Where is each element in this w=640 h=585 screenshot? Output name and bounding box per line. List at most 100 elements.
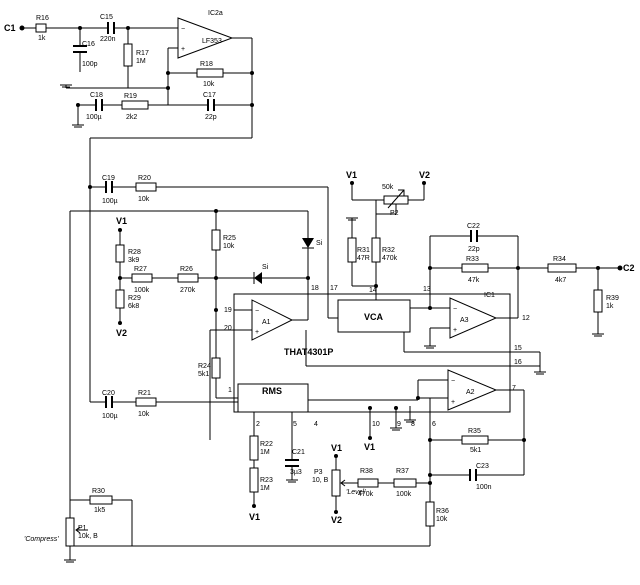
components-r21-value: 10k <box>138 411 150 418</box>
a3-label: A3 <box>460 317 469 324</box>
r24-resistor <box>211 357 221 379</box>
components-r36-name: R36 <box>436 508 449 515</box>
v1-label-4: V1 <box>249 512 260 522</box>
components-r37-value: 100k <box>396 491 412 498</box>
r18-resistor <box>196 68 224 78</box>
components-c16-value: 100p <box>82 61 98 68</box>
components-c17-name: C17 <box>203 92 216 99</box>
components-c21-value: 3µ3 <box>290 469 302 476</box>
components-r17-value: 1M <box>136 58 146 65</box>
r36-resistor <box>425 501 435 527</box>
svg-text:+: + <box>453 327 457 334</box>
components-p3-name: P3 <box>314 469 323 476</box>
components-r35-name: R35 <box>468 428 481 435</box>
r23-resistor <box>249 467 259 493</box>
components-r20-value: 10k <box>138 196 150 203</box>
port-c1-label: C1 <box>4 23 16 33</box>
pin-7: 7 <box>512 385 516 392</box>
c15-capacitor <box>107 22 115 34</box>
svg-text:−: − <box>181 26 185 33</box>
components-r30-value: 1k5 <box>94 507 105 514</box>
components-c19-name: C19 <box>102 175 115 182</box>
r25-resistor <box>211 229 221 251</box>
r17-resistor <box>123 43 133 67</box>
components-c22-value: 22p <box>468 246 480 253</box>
components-r32-name: R32 <box>382 247 395 254</box>
components-r29-name: R29 <box>128 295 141 302</box>
components-c17-value: 22p <box>205 114 217 121</box>
r27-resistor <box>131 273 153 283</box>
c23-capacitor <box>469 469 477 481</box>
v1-label-2: V1 <box>346 170 357 180</box>
ic1-type: THAT4301P <box>284 347 333 357</box>
c20-capacitor <box>105 396 113 408</box>
c19-capacitor <box>105 181 113 193</box>
components-p2-name: P2 <box>390 210 399 217</box>
components-r38-value: 470k <box>358 491 374 498</box>
svg-text:+: + <box>451 399 455 406</box>
pin-6: 6 <box>432 421 436 428</box>
v2-label-1: V2 <box>116 328 127 338</box>
components-c15-name: C15 <box>100 14 113 21</box>
components-c20-name: C20 <box>102 390 115 397</box>
pin-20: 20 <box>224 325 232 332</box>
diode-v-label: Si <box>316 240 323 247</box>
components-r31-name: R31 <box>357 247 370 254</box>
pin-14: 14 <box>369 287 377 294</box>
port-c2-label: C2 <box>623 263 635 273</box>
r19-resistor <box>121 100 149 110</box>
components-r18-value: 10k <box>203 81 215 88</box>
opamp-a3: − + <box>449 297 498 339</box>
components-r36-value: 10k <box>436 516 448 523</box>
wires <box>22 27 620 560</box>
components-p3-value: 10, B <box>312 477 329 484</box>
components-r25-name: R25 <box>223 235 236 242</box>
c22-capacitor <box>464 230 484 242</box>
r35-resistor <box>461 435 489 445</box>
components-r27-value: 100k <box>134 287 150 294</box>
pin-1: 1 <box>228 387 232 394</box>
components-r22-value: 1M <box>260 449 270 456</box>
components-r18-name: R18 <box>200 61 213 68</box>
a1-label: A1 <box>262 319 271 326</box>
r26-resistor <box>177 273 199 283</box>
c21-capacitor <box>285 459 299 467</box>
components-c23-value: 100n <box>476 484 492 491</box>
v1-label-3: V1 <box>364 442 375 452</box>
pin-5: 5 <box>293 421 297 428</box>
components-r16-value: 1k <box>38 35 46 42</box>
level-label: 'Level' <box>346 489 366 496</box>
r30-resistor <box>89 495 113 505</box>
components-c15-value: 220n <box>100 36 116 43</box>
junction-dots <box>76 26 600 485</box>
components-c18-value: 100µ <box>86 114 102 121</box>
rail-terminals <box>118 181 426 514</box>
components-r35-value: 5k1 <box>470 447 481 454</box>
diode-h-label: Si <box>262 264 269 271</box>
c17-capacitor <box>207 99 215 111</box>
p3-potentiometer <box>331 469 341 497</box>
p2-potentiometer <box>383 195 409 205</box>
pin-17: 17 <box>330 285 338 292</box>
components-r39-value: 1k <box>606 303 614 310</box>
vca-label: VCA <box>364 312 384 322</box>
r28-resistor <box>115 244 125 263</box>
components-r24-value: 5k1 <box>198 371 209 378</box>
components-r33-name: R33 <box>466 256 479 263</box>
components-r39-name: R39 <box>606 295 619 302</box>
components-c20-value: 100µ <box>102 413 118 420</box>
pin-4: 4 <box>314 421 318 428</box>
components-r34-value: 4k7 <box>555 277 566 284</box>
components-r21-name: R21 <box>138 390 151 397</box>
ic1-outline <box>233 293 511 413</box>
components-r30-name: R30 <box>92 488 105 495</box>
components-r37-name: R37 <box>396 468 409 475</box>
r29-resistor <box>115 289 125 309</box>
components-r32-value: 470k <box>382 255 398 262</box>
v2-label-2: V2 <box>419 170 430 180</box>
components-r34-name: R34 <box>553 256 566 263</box>
components-c16-name: C16 <box>82 41 95 48</box>
components-c23-name: C23 <box>476 463 489 470</box>
